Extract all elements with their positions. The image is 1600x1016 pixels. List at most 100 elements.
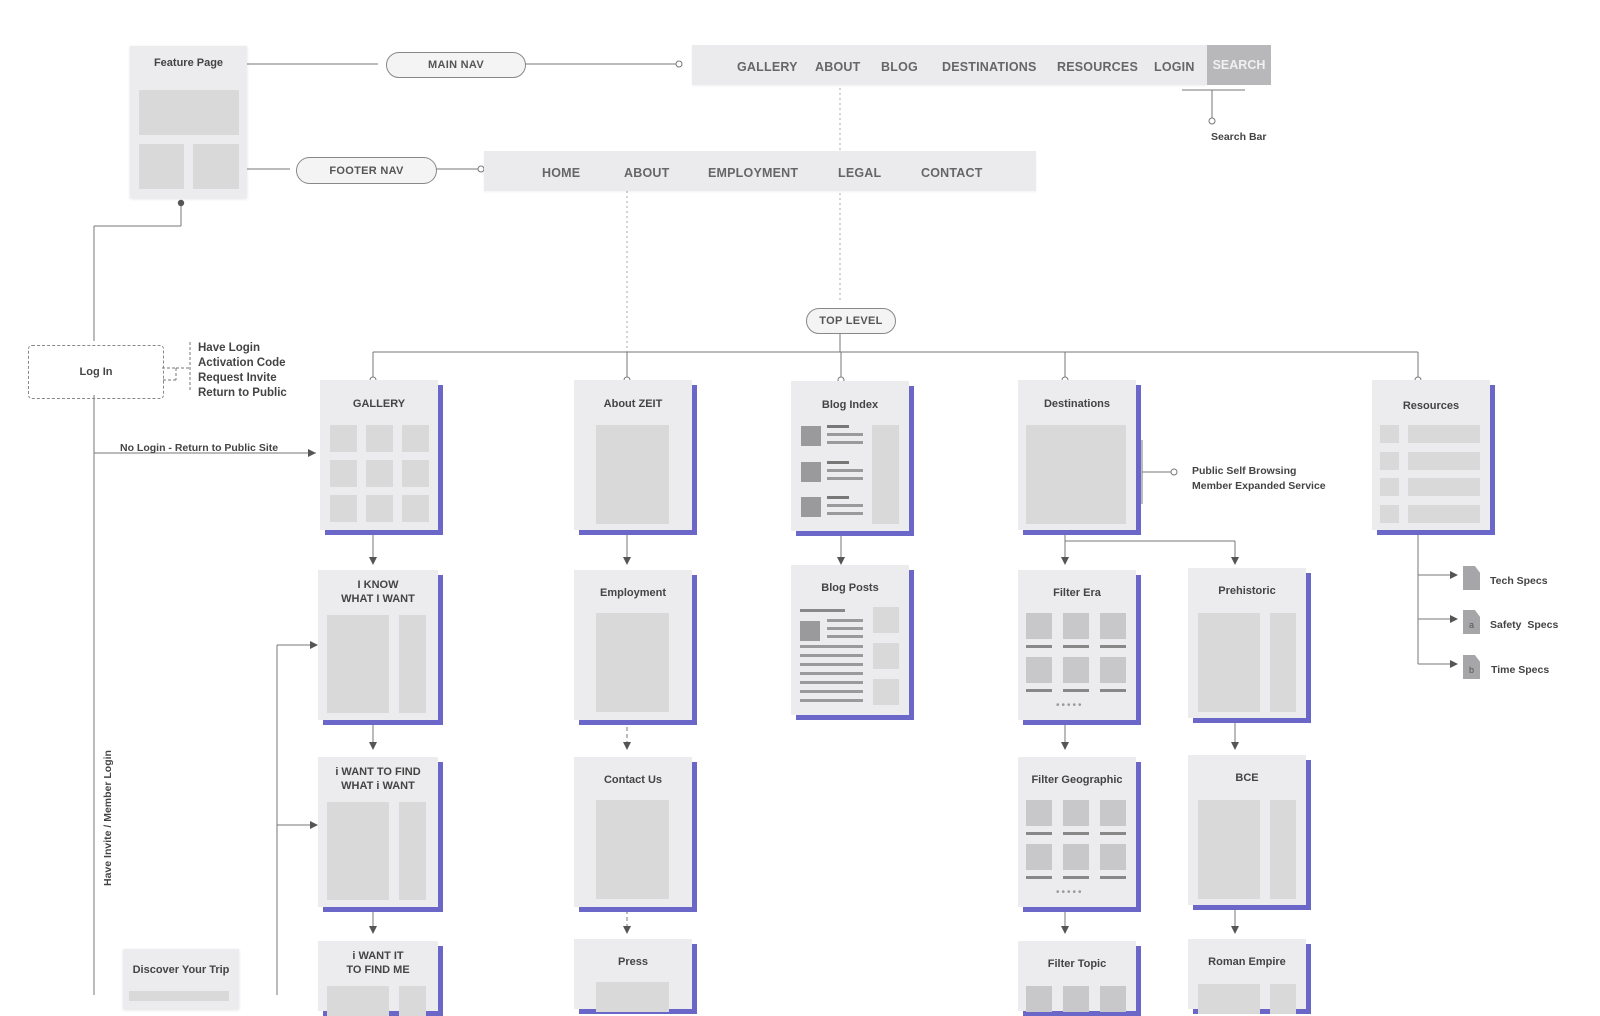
bce-title: BCE xyxy=(1235,772,1259,784)
gallery-findme-card[interactable]: i WANT IT TO FIND ME xyxy=(318,941,438,1016)
blog-index-title: Blog Index xyxy=(821,399,879,411)
contact-title: Contact Us xyxy=(603,774,663,786)
main-nav-gallery[interactable]: GALLERY xyxy=(737,60,798,74)
image-icon xyxy=(801,426,821,446)
main-nav-resources[interactable]: RESOURCES xyxy=(1057,60,1138,74)
roman-empire-card[interactable]: Roman Empire xyxy=(1188,939,1306,1014)
destinations-note-public: Public Self Browsing xyxy=(1192,465,1297,477)
blog-posts-card[interactable]: Blog Posts xyxy=(791,565,909,715)
login-option-return: Return to Public xyxy=(198,387,287,399)
employment-card[interactable]: Employment xyxy=(574,570,692,720)
content-block xyxy=(596,425,669,524)
main-nav-search[interactable]: SEARCH xyxy=(1207,45,1271,85)
prehistoric-title: Prehistoric xyxy=(1218,585,1276,597)
top-level-pill[interactable]: TOP LEVEL xyxy=(806,308,896,334)
list-bullet xyxy=(1380,452,1399,470)
text-line xyxy=(800,690,863,693)
text-line xyxy=(827,635,863,638)
text-line xyxy=(800,654,863,657)
footer-nav-contact[interactable]: CONTACT xyxy=(921,166,983,180)
main-nav-blog[interactable]: BLOG xyxy=(881,60,918,74)
gallery-find-title: i WANT TO FIND WHAT i WANT xyxy=(318,765,438,793)
gallery-thumb xyxy=(330,495,357,522)
gallery-card[interactable]: GALLERY xyxy=(320,380,438,530)
filter-thumb xyxy=(1063,986,1089,1012)
sidebar-block xyxy=(872,425,899,524)
resources-card[interactable]: Resources xyxy=(1372,380,1490,530)
pagination-dots[interactable]: ••••• xyxy=(1056,887,1084,898)
prehistoric-card[interactable]: Prehistoric xyxy=(1188,568,1306,718)
filter-thumb xyxy=(1063,844,1089,870)
safety-specs-label[interactable]: Safety Specs xyxy=(1490,619,1559,631)
content-block xyxy=(596,613,669,712)
text-line xyxy=(827,512,863,515)
press-card[interactable]: Press xyxy=(574,939,692,1012)
gallery-thumb xyxy=(330,425,357,452)
main-nav-about[interactable]: ABOUT xyxy=(815,60,861,74)
bce-card[interactable]: BCE xyxy=(1188,755,1306,905)
content-block xyxy=(327,615,389,713)
list-row xyxy=(1408,478,1480,496)
gallery-find-card[interactable]: i WANT TO FIND WHAT i WANT xyxy=(318,757,438,907)
image-icon xyxy=(801,462,821,482)
footer-nav-home[interactable]: HOME xyxy=(542,166,581,180)
pagination-dots[interactable]: ••••• xyxy=(1056,700,1084,711)
list-bullet xyxy=(1380,425,1399,443)
filter-topic-card[interactable]: Filter Topic xyxy=(1018,941,1136,1012)
document-a-icon[interactable]: a xyxy=(1463,610,1480,634)
login-box[interactable]: Log In xyxy=(28,345,164,399)
main-nav-login[interactable]: LOGIN xyxy=(1154,60,1195,74)
destinations-card[interactable]: Destinations xyxy=(1018,380,1136,530)
filter-geo-card[interactable]: Filter Geographic ••••• xyxy=(1018,757,1136,907)
filter-era-card[interactable]: Filter Era ••••• xyxy=(1018,570,1136,720)
content-block xyxy=(1026,425,1126,524)
about-card[interactable]: About ZEIT xyxy=(574,380,692,530)
main-nav-destinations[interactable]: DESTINATIONS xyxy=(942,60,1037,74)
blog-index-card[interactable]: Blog Index xyxy=(791,381,909,531)
discover-trip-card[interactable]: Discover Your Trip xyxy=(123,949,239,1009)
gallery-thumb xyxy=(402,460,429,487)
text-line xyxy=(827,469,863,472)
about-title: About ZEIT xyxy=(603,398,663,410)
feature-page-card[interactable]: Feature Page xyxy=(130,46,247,198)
discover-block xyxy=(129,991,229,1001)
filter-thumb xyxy=(1100,844,1126,870)
main-nav-bar: GALLERY ABOUT BLOG DESTINATIONS RESOURCE… xyxy=(692,45,1207,85)
footer-nav-pill[interactable]: FOOTER NAV xyxy=(296,157,437,184)
caption-line xyxy=(1100,689,1126,692)
login-option-activation: Activation Code xyxy=(198,357,286,369)
tech-specs-label[interactable]: Tech Specs xyxy=(1490,575,1548,587)
footer-nav-employment[interactable]: EMPLOYMENT xyxy=(708,166,799,180)
text-line xyxy=(827,627,863,630)
text-line xyxy=(827,425,849,428)
document-b-icon[interactable]: b xyxy=(1463,655,1480,679)
gallery-know-line2: WHAT I WANT xyxy=(341,593,415,605)
caption-line xyxy=(1063,832,1089,835)
have-invite-label: Have Invite / Member Login xyxy=(102,750,114,886)
filter-thumb xyxy=(1026,657,1052,683)
text-line xyxy=(800,663,863,666)
login-option-request: Request Invite xyxy=(198,372,277,384)
text-line xyxy=(827,441,863,444)
filter-thumb xyxy=(1026,844,1052,870)
gallery-findme-line1: i WANT IT xyxy=(352,950,404,962)
contact-card[interactable]: Contact Us xyxy=(574,757,692,907)
document-icon[interactable] xyxy=(1463,566,1480,590)
feature-hero-block xyxy=(139,90,239,135)
gallery-find-line1: i WANT TO FIND xyxy=(335,766,421,778)
caption-line xyxy=(1100,645,1126,648)
footer-nav-legal[interactable]: LEGAL xyxy=(838,166,882,180)
time-specs-label[interactable]: Time Specs xyxy=(1491,664,1550,676)
search-bar-caption: Search Bar xyxy=(1211,131,1267,143)
gallery-know-card[interactable]: I KNOW WHAT I WANT xyxy=(318,570,438,720)
text-line xyxy=(827,496,849,499)
footer-nav-about[interactable]: ABOUT xyxy=(624,166,670,180)
content-block xyxy=(327,802,389,900)
main-nav-pill[interactable]: MAIN NAV xyxy=(386,52,526,78)
sidebar-block xyxy=(1270,984,1296,1014)
content-block xyxy=(1198,800,1260,899)
sidebar-block xyxy=(399,986,426,1016)
image-icon xyxy=(800,621,820,641)
text-line xyxy=(800,699,863,702)
gallery-know-line1: I KNOW xyxy=(357,579,399,591)
